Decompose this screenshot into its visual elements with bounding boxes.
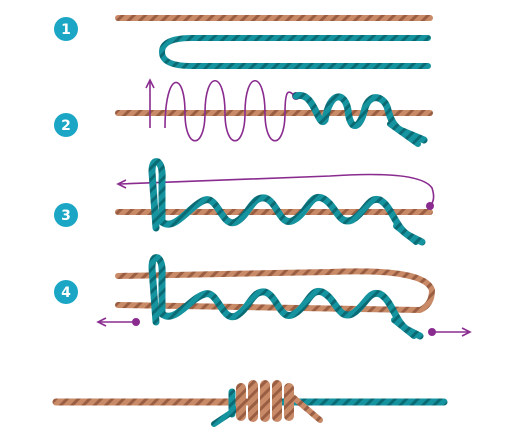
step-4-orange-rope-loop [115,268,436,313]
step-4-badge: 4 [54,280,78,304]
step-2-teal-coils [292,92,428,144]
step-3: 3 [54,158,435,246]
step-2-teal-tail [387,121,421,147]
step-3-guide-line [119,173,435,207]
step-1-teal-rope [158,35,431,69]
step-4-teal-loop [148,254,166,326]
step-4-teal-tail [391,317,417,339]
step-2: 2 [54,78,433,147]
step-3-arrow-icon [116,179,127,189]
step-3-number: 3 [61,208,71,224]
step-3-badge: 3 [54,203,78,227]
step-3-purple-dot-icon [426,202,434,210]
step-3-teal-coils [158,193,426,246]
step-4-arrow-left-icon [96,317,107,327]
step-4-teal-coils [158,287,424,340]
step-2-badge: 2 [54,113,78,137]
step-1-number: 1 [61,22,71,38]
step-4-arrow-right-icon [461,327,472,337]
step-4-purple-dot-left-icon [132,318,140,326]
step-2-number: 2 [61,118,71,134]
step-4-number: 4 [61,285,71,301]
step-2-guide-line [149,80,297,142]
step-2-arrow-icon [145,78,155,89]
step-1-badge: 1 [54,17,78,41]
final-orange-tag-end [291,395,323,423]
step-1: 1 [54,15,433,69]
step-3-teal-loop [148,158,166,232]
step-4-purple-dot-right-icon [428,328,436,336]
step-3-teal-tail [393,223,419,245]
final-knot-wraps [228,380,294,422]
step-4: 4 [54,254,472,340]
final-knot [52,380,448,427]
